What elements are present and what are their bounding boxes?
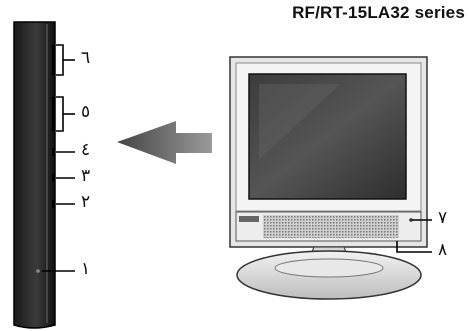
label-side-1: ١ — [81, 259, 91, 279]
label-front-7: ٧ — [438, 208, 448, 228]
label-side-6: ٦ — [81, 48, 91, 68]
direction-arrow — [117, 121, 212, 164]
tv-front-monitor — [229, 56, 428, 300]
label-side-3: ٣ — [81, 166, 91, 186]
label-side-5: ٥ — [81, 102, 91, 122]
model-series-title: RF/RT-15LA32 series — [292, 3, 465, 22]
front-callout-lines — [396, 219, 432, 253]
label-front-8: ٨ — [438, 240, 448, 260]
label-side-2: ٢ — [81, 192, 91, 212]
label-side-4: ٤ — [81, 140, 91, 160]
tv-side-panel — [13, 21, 56, 329]
side-callout-lines — [42, 44, 75, 272]
